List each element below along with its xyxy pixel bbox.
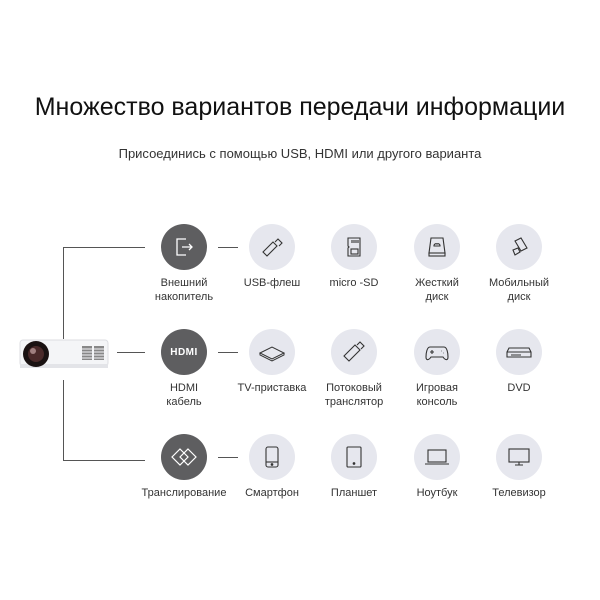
device-label: Потоковый транслятор <box>324 382 384 408</box>
device-label: Мобильный диск <box>488 277 550 303</box>
device-streaming-stick: Потоковый транслятор <box>314 329 394 409</box>
streaming-stick-icon <box>331 329 377 375</box>
device-label: TV-приставка <box>237 382 307 394</box>
hub-label: Транслирование <box>141 487 227 499</box>
connector-line <box>63 247 64 339</box>
connector-line <box>63 247 145 248</box>
device-label: Планшет <box>330 487 378 499</box>
device-label: micro -SD <box>329 277 379 289</box>
device-tablet: Планшет <box>314 434 394 500</box>
device-smartphone: Смартфон <box>232 434 312 500</box>
hub-hdmi: HDMI HDMI кабель <box>144 329 224 409</box>
page-subtitle: Присоединись с помощью USB, HDMI или дру… <box>118 146 482 161</box>
hub-external-drive: Внешний накопитель <box>144 224 224 304</box>
device-label: Игровая консоль <box>416 382 458 408</box>
laptop-icon <box>414 434 460 480</box>
connector-line <box>63 460 145 461</box>
device-label: Телевизор <box>492 487 546 499</box>
connector-line <box>218 247 238 248</box>
mobile-disk-icon <box>496 224 542 270</box>
hard-disk-icon <box>414 224 460 270</box>
usb-flash-icon <box>249 224 295 270</box>
device-label: USB-флеш <box>243 277 301 289</box>
projector-image <box>14 336 110 372</box>
hub-label: Внешний накопитель <box>154 277 214 303</box>
gamepad-icon <box>414 329 460 375</box>
connector-line <box>218 352 238 353</box>
device-hard-disk: Жесткий диск <box>397 224 477 304</box>
connector-line <box>218 457 238 458</box>
device-laptop: Ноутбук <box>397 434 477 500</box>
page-title: Множество вариантов передачи информации <box>34 93 566 121</box>
device-usb-flash: USB-флеш <box>232 224 312 290</box>
device-label: Ноутбук <box>416 487 458 499</box>
device-label: Жесткий диск <box>415 277 459 303</box>
connector-line <box>117 352 145 353</box>
screen-mirroring-icon <box>161 434 207 480</box>
device-micro-sd: micro -SD <box>314 224 394 290</box>
external-drive-icon <box>161 224 207 270</box>
device-game-console: Игровая консоль <box>397 329 477 409</box>
device-tv-box: TV-приставка <box>232 329 312 395</box>
device-dvd: DVD <box>479 329 559 395</box>
micro-sd-icon <box>331 224 377 270</box>
connector-line <box>63 380 64 461</box>
dvd-player-icon <box>496 329 542 375</box>
tablet-icon <box>331 434 377 480</box>
hub-label: HDMI кабель <box>166 382 202 408</box>
device-tv: Телевизор <box>479 434 559 500</box>
device-label: Смартфон <box>245 487 299 499</box>
tv-icon <box>496 434 542 480</box>
smartphone-icon <box>249 434 295 480</box>
hdmi-icon: HDMI <box>161 329 207 375</box>
hdmi-logo-text: HDMI <box>170 346 198 358</box>
tv-box-icon <box>249 329 295 375</box>
device-label: DVD <box>507 382 531 394</box>
hub-screen-mirroring: Транслирование <box>142 434 226 500</box>
device-mobile-disk: Мобильный диск <box>479 224 559 304</box>
